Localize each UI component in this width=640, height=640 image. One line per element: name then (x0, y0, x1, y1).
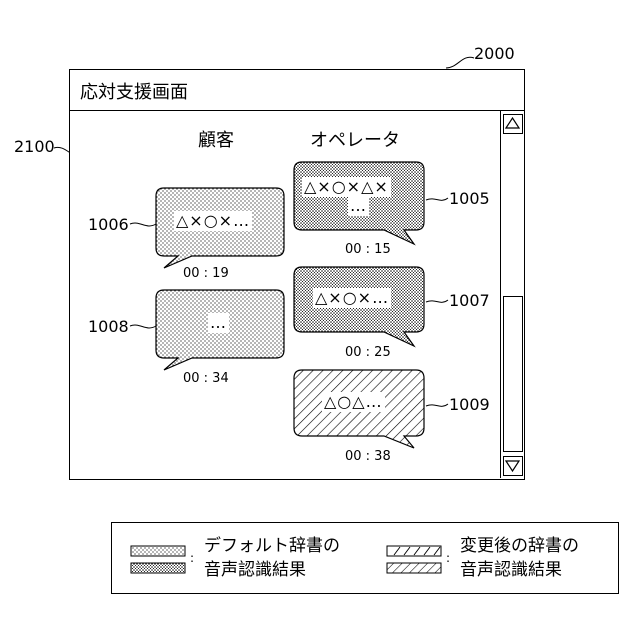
legend-default-label-line1: デフォルト辞書の (204, 535, 340, 557)
timestamp-1007: 00 : 25 (345, 345, 391, 360)
ref-1008: 1008 (88, 317, 129, 336)
legend-default-swatch (130, 545, 186, 575)
timestamp-1006: 00 : 19 (183, 266, 229, 281)
legend-changed-separator: : (446, 547, 450, 569)
leader-1008 (130, 325, 156, 328)
message-text-1007: △×○×… (313, 288, 391, 308)
legend-default-label-line2: 音声認識結果 (204, 559, 306, 581)
legend-changed-label-line2: 音声認識結果 (460, 559, 562, 581)
ref-1007: 1007 (449, 291, 490, 310)
message-text-1005-line2: … (348, 196, 369, 216)
message-text-1005-line1: △×○×△× (302, 177, 391, 197)
timestamp-1009: 00 : 38 (345, 449, 391, 464)
legend-changed-swatch (386, 545, 442, 575)
legend-default-separator: : (190, 547, 194, 569)
leader-1007 (426, 300, 448, 302)
ref-1009: 1009 (449, 395, 490, 414)
message-text-1008: … (208, 313, 229, 333)
ref-1006: 1006 (88, 215, 129, 234)
legend-box: : デフォルト辞書の 音声認識結果 : 変更後の辞書の 音声認識結果 (111, 522, 619, 594)
timestamp-1008: 00 : 34 (183, 371, 229, 386)
ref-1005: 1005 (449, 189, 490, 208)
leader-1006 (130, 223, 156, 226)
message-text-1009: △○△… (322, 392, 385, 412)
leader-1009 (426, 404, 448, 406)
legend-changed-label-line1: 変更後の辞書の (460, 535, 579, 557)
leader-1005 (426, 198, 448, 200)
message-text-1006: △×○×… (174, 211, 252, 231)
timestamp-1005: 00 : 15 (345, 242, 391, 257)
